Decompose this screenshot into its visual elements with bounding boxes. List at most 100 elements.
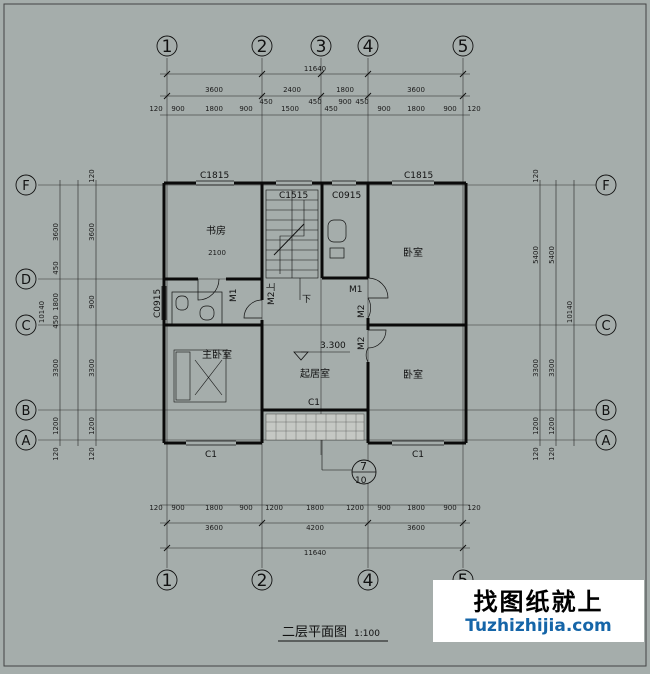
drawing-scale: 1:100 (354, 629, 380, 639)
room-bedroom-ne: 卧室 (403, 246, 423, 259)
axis-bottom-2: 2 (257, 571, 268, 591)
room-living: 起居室 (300, 367, 330, 380)
axis-right-a: A (602, 434, 611, 449)
dim-left-inner: 120 (88, 169, 96, 182)
axis-left-d: D (21, 273, 31, 288)
dim-top-detail: 120 (467, 105, 480, 113)
dim-bottom-detail: 1800 (306, 504, 324, 512)
axis-top-3: 3 (316, 37, 327, 57)
dim-bottom-detail: 120 (467, 504, 480, 512)
door-swings (197, 277, 389, 363)
drawing-title: 二层平面图 (282, 625, 347, 640)
dim-top-span: 2400 (283, 86, 301, 94)
dim-right-total: 10140 (566, 301, 574, 323)
dim-right-outer: 1200 (548, 417, 556, 435)
staircase (265, 189, 319, 300)
label-c1-living: C1 (308, 398, 320, 408)
dim-right-inner: 1200 (532, 417, 540, 435)
axis-top-5: 5 (458, 37, 469, 57)
axis-left-f: F (22, 179, 29, 194)
dim-left-outer: 1200 (52, 417, 60, 435)
dim-top-detail: 900 (338, 98, 351, 106)
dim-bottom-detail: 1800 (205, 504, 223, 512)
dim-top-detail: 900 (377, 105, 390, 113)
label-m2-right-lower: M2 (357, 337, 367, 351)
axis-top-2: 2 (257, 37, 268, 57)
label-m2-right-upper: M2 (357, 305, 367, 319)
dim-right-inner: 120 (532, 447, 540, 460)
dim-left-outer: 450 (52, 261, 60, 274)
dim-bottom-detail: 900 (377, 504, 390, 512)
bathroom-fixtures (171, 219, 347, 325)
elevation-label: 3.300 (320, 341, 346, 351)
dim-left-outer: 3600 (52, 223, 60, 241)
dim-top-detail: 450 (308, 98, 321, 106)
dim-top-detail: 900 (239, 105, 252, 113)
dim-left-outer: 1800 (52, 293, 60, 311)
dim-right-outer: 5400 (548, 246, 556, 264)
axis-bottom-1: 1 (162, 571, 173, 591)
master-bed (173, 349, 227, 403)
dim-top-detail: 900 (443, 105, 456, 113)
label-m2-stair: M2上 (266, 283, 277, 306)
dim-top-detail: 120 (149, 105, 162, 113)
dim-left-inner: 1200 (88, 417, 96, 435)
dim-top-span: 3600 (205, 86, 223, 94)
label-c1815-left: C1815 (200, 171, 229, 181)
callout-number: 7 (360, 460, 367, 473)
dim-top-detail: 450 (355, 98, 368, 106)
dim-bottom-detail: 1800 (407, 504, 425, 512)
room-bedroom-se: 卧室 (403, 368, 423, 381)
label-m1-left: M1 (229, 289, 239, 303)
watermark-chinese: 找图纸就上 (473, 588, 604, 616)
dim-left-total: 10140 (38, 301, 46, 323)
dim-top-span: 1800 (336, 86, 354, 94)
label-c1-right: C1 (412, 450, 424, 460)
label-c0915-top: C0915 (332, 191, 361, 201)
dim-bottom-detail: 900 (443, 504, 456, 512)
dim-right-outer: 120 (548, 447, 556, 460)
dim-top-span: 3600 (407, 86, 425, 94)
dim-top-detail: 450 (259, 98, 272, 106)
dim-bottom-detail: 1200 (265, 504, 283, 512)
dim-right-inner: 3300 (532, 359, 540, 377)
dim-top-detail: 1800 (205, 105, 223, 113)
dim-bottom-detail: 900 (171, 504, 184, 512)
dim-left-outer: 3300 (52, 359, 60, 377)
dim-left-outer: 450 (52, 315, 60, 328)
axis-right-b: B (602, 404, 611, 419)
label-m1-right: M1 (349, 285, 363, 295)
axis-left-a: A (22, 434, 31, 449)
dim-right-inner: 120 (532, 169, 540, 182)
dim-bottom-detail: 1200 (346, 504, 364, 512)
dim-bottom-total: 11640 (304, 549, 326, 557)
dim-left-inner: 3600 (88, 223, 96, 241)
watermark-site: Tuzhizhijia.com (465, 616, 612, 636)
dim-left-outer: 120 (52, 447, 60, 460)
dim-right-outer: 3300 (548, 359, 556, 377)
label-c1515: C1515 (279, 191, 308, 201)
dim-bottom-detail: 120 (149, 504, 162, 512)
dim-top-detail: 1800 (407, 105, 425, 113)
dim-bottom-span: 4200 (306, 524, 324, 532)
axis-bottom-4: 4 (363, 571, 374, 591)
dim-top-detail: 450 (324, 105, 337, 113)
label-c1815-right: C1815 (404, 171, 433, 181)
dim-top-total: 11640 (304, 65, 326, 73)
dim-bottom-span: 3600 (205, 524, 223, 532)
dim-bottom-detail: 900 (239, 504, 252, 512)
axis-top-4: 4 (363, 37, 374, 57)
dim-bottom-span: 3600 (407, 524, 425, 532)
axis-right-f: F (602, 179, 609, 194)
callout-sheet: 10 (355, 476, 367, 486)
dim-study-width: 2100 (208, 249, 226, 257)
dim-right-inner: 5400 (532, 246, 540, 264)
label-c0915-left: C0915 (153, 289, 163, 318)
dim-left-inner: 3300 (88, 359, 96, 377)
axis-left-b: B (22, 404, 31, 419)
room-study: 书房 (206, 224, 226, 237)
label-stair-down: 下 (302, 295, 311, 305)
watermark-banner: 找图纸就上 Tuzhizhijia.com (433, 580, 644, 642)
dim-left-inner: 120 (88, 447, 96, 460)
